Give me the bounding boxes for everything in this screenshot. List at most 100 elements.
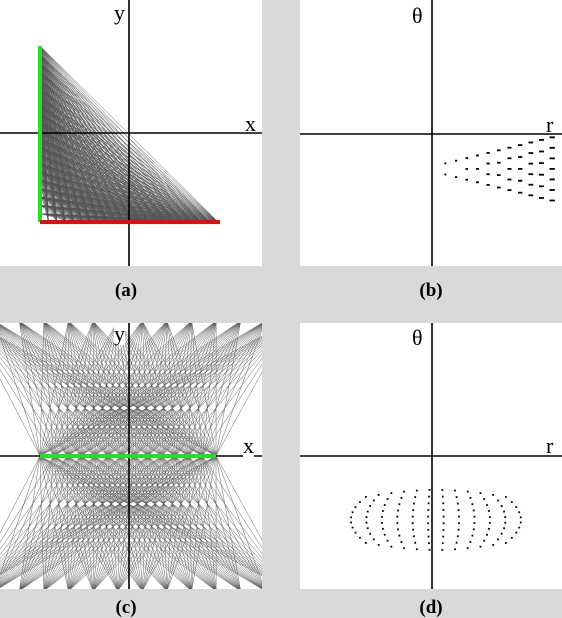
theta-dot xyxy=(377,494,380,496)
family-line xyxy=(117,455,135,589)
family-line xyxy=(39,196,159,223)
angle-dash xyxy=(528,183,534,186)
theta-dot xyxy=(479,545,482,548)
theta-dot xyxy=(515,531,518,534)
family-line xyxy=(0,324,217,457)
angle-dash xyxy=(465,157,469,159)
x-axis-label: x xyxy=(243,433,254,458)
family-line xyxy=(70,323,203,457)
family-line xyxy=(143,323,217,457)
y-axis-label: y xyxy=(114,0,125,25)
family-line xyxy=(148,455,216,589)
angle-dash xyxy=(444,173,447,176)
family-line xyxy=(175,353,262,457)
theta-dot xyxy=(455,496,458,498)
theta-dot xyxy=(412,528,415,531)
family-line xyxy=(21,323,190,457)
family-line xyxy=(142,323,149,457)
family-line xyxy=(167,455,203,589)
family-line xyxy=(148,323,167,457)
family-line xyxy=(202,327,262,457)
family-line xyxy=(69,455,135,589)
theta-dot xyxy=(381,510,384,512)
family-line xyxy=(45,455,203,589)
family-line xyxy=(215,455,241,589)
caption-a: (a) xyxy=(114,280,138,301)
theta-dot xyxy=(454,489,456,492)
family-line xyxy=(21,455,217,589)
family-line xyxy=(70,455,217,589)
family-line xyxy=(142,455,176,589)
family-line xyxy=(142,455,190,589)
theta-dot xyxy=(428,548,431,551)
family-line xyxy=(20,455,122,589)
family-line xyxy=(166,323,176,457)
theta-dot xyxy=(365,496,367,498)
family-line xyxy=(118,323,203,457)
family-line xyxy=(39,154,117,223)
family-line xyxy=(0,455,135,587)
theta-dot xyxy=(427,515,430,518)
theta-dot xyxy=(411,522,414,525)
panel-c: y x xyxy=(0,323,262,589)
theta-dot xyxy=(381,516,383,518)
family-line xyxy=(161,455,168,589)
family-line xyxy=(134,455,143,589)
family-line xyxy=(44,323,135,457)
theta-dot xyxy=(428,542,430,545)
theta-axis-label: θ xyxy=(412,325,423,350)
family-line xyxy=(44,323,108,457)
theta-dot xyxy=(519,516,522,519)
theta-dot xyxy=(428,495,430,498)
theta-dot xyxy=(500,505,503,507)
family-line xyxy=(21,323,217,457)
theta-axis-label: θ xyxy=(412,3,423,28)
family-line xyxy=(0,455,108,585)
family-line xyxy=(20,455,149,589)
family-line xyxy=(39,104,210,223)
theta-dot xyxy=(441,495,444,498)
family-line xyxy=(0,343,149,457)
family-line xyxy=(118,323,176,457)
theta-dot xyxy=(471,503,474,506)
family-line xyxy=(39,104,202,223)
family-line xyxy=(117,455,122,589)
angle-dash xyxy=(549,189,555,191)
family-line xyxy=(45,323,149,457)
family-line xyxy=(39,62,202,223)
family-line xyxy=(188,455,262,586)
family-line xyxy=(121,323,143,457)
theta-dot xyxy=(386,498,389,500)
theta-dot xyxy=(390,545,393,548)
family-line xyxy=(39,163,202,223)
family-line xyxy=(46,323,217,457)
theta-dot xyxy=(377,543,380,546)
theta-dot xyxy=(400,541,403,543)
family-line xyxy=(0,326,122,457)
family-line xyxy=(0,369,54,457)
theta-dot xyxy=(519,521,522,524)
family-line xyxy=(167,455,217,589)
family-line xyxy=(39,205,91,223)
family-line xyxy=(44,455,135,589)
family-line xyxy=(118,323,217,457)
theta-dot xyxy=(466,490,469,493)
family-line xyxy=(134,455,191,589)
angle-dash xyxy=(455,176,458,178)
theta-dot xyxy=(469,496,472,499)
family-line xyxy=(121,323,216,457)
family-line xyxy=(107,323,167,457)
family-line xyxy=(68,455,108,589)
theta-dot xyxy=(366,527,369,530)
theta-dot xyxy=(386,539,389,542)
family-line xyxy=(175,323,216,457)
theta-dot xyxy=(383,533,386,536)
family-line xyxy=(39,154,202,223)
angle-dash xyxy=(476,181,479,184)
family-line xyxy=(0,341,162,457)
family-line xyxy=(142,455,163,589)
family-line xyxy=(39,205,66,223)
panel-a-plot xyxy=(0,0,262,266)
family-line xyxy=(202,455,262,549)
family-line xyxy=(175,325,262,457)
